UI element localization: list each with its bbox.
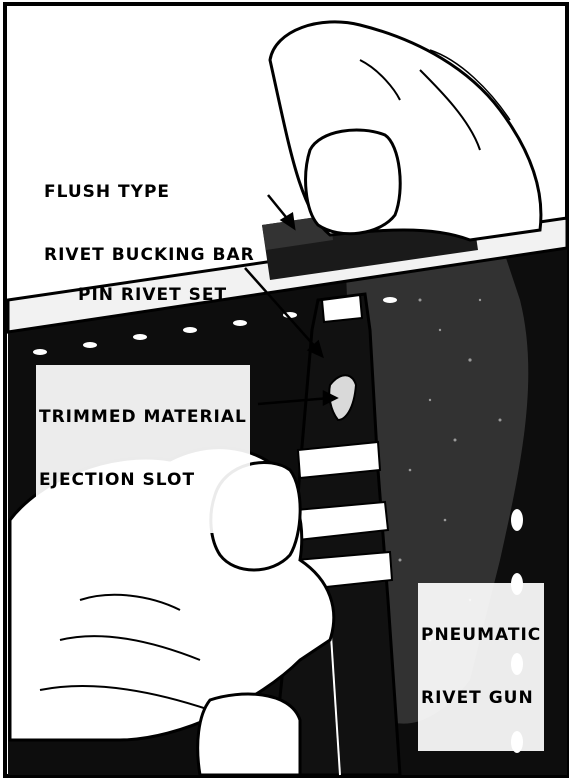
label-rivet-gun-line2: RIVET GUN (421, 688, 541, 709)
label-ejection-slot-line1: TRIMMED MATERIAL (39, 407, 247, 428)
label-ejection-slot: TRIMMED MATERIAL EJECTION SLOT (36, 365, 250, 533)
bottom-thumb (198, 694, 300, 775)
label-rivet-gun: PNEUMATIC RIVET GUN (418, 583, 544, 751)
label-bucking-bar-line1: FLUSH TYPE (44, 182, 255, 203)
upper-thumbnail (306, 130, 401, 234)
pin-rivet-set-tip (322, 295, 362, 322)
label-ejection-slot-line2: EJECTION SLOT (39, 470, 247, 491)
label-pin-rivet-set: PIN RIVET SET (78, 243, 227, 348)
label-pin-rivet-set-text: PIN RIVET SET (78, 285, 227, 306)
label-rivet-gun-line1: PNEUMATIC (421, 625, 541, 646)
